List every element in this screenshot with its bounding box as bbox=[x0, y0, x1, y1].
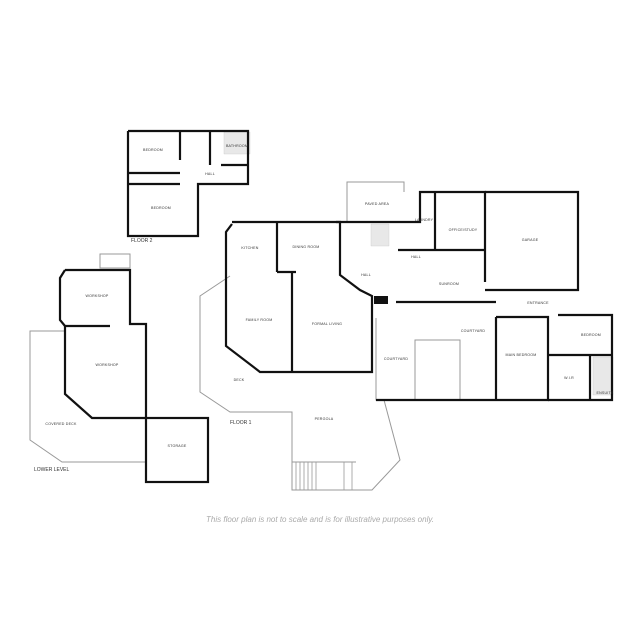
level-label-floor1: FLOOR 1 bbox=[230, 420, 252, 426]
covered-deck-outline bbox=[29, 330, 145, 463]
room-covered-deck: COVERED DECK bbox=[45, 422, 77, 426]
deck-outline bbox=[199, 275, 293, 462]
room-main-bedroom: MAIN BEDROOM bbox=[505, 353, 537, 357]
room-dining-room: DINING ROOM bbox=[292, 245, 320, 249]
room-hall-a: HALL bbox=[411, 255, 421, 259]
room-hall-floor2: HALL bbox=[205, 172, 215, 176]
room-paved-area: PAVED AREA bbox=[364, 202, 390, 206]
room-kitchen: KITCHEN bbox=[241, 246, 259, 250]
room-courtyard-a: COURTYARD bbox=[460, 329, 486, 333]
room-bedroom: BEDROOM bbox=[581, 333, 601, 337]
room-deck: DECK bbox=[233, 378, 245, 382]
disclaimer-text: This floor plan is not to scale and is f… bbox=[206, 515, 434, 524]
room-workshop-a: WORKSHOP bbox=[85, 294, 109, 298]
room-wir: W.I.R bbox=[564, 376, 574, 380]
level-label-floor2: FLOOR 2 bbox=[131, 238, 153, 244]
room-bathroom-floor2: BATHROOM bbox=[225, 144, 249, 148]
storage-walls bbox=[144, 416, 210, 484]
room-garage: GARAGE bbox=[521, 238, 539, 242]
room-office-study: OFFICE/STUDY bbox=[448, 228, 478, 232]
floor2-walls bbox=[126, 129, 250, 238]
paved-area-outline bbox=[346, 181, 405, 222]
courtyard-outline bbox=[414, 339, 461, 400]
room-ensuite: ENSUITE bbox=[596, 391, 614, 395]
workshop-top-walls bbox=[58, 269, 110, 328]
room-formal-living: FORMAL LIVING bbox=[311, 322, 343, 326]
room-bedroom-floor2-b: BEDROOM bbox=[151, 206, 171, 210]
room-workshop-b: WORKSHOP bbox=[95, 363, 119, 367]
floor1-main-walls bbox=[224, 220, 374, 374]
room-storage: STORAGE bbox=[167, 444, 187, 448]
room-laundry: LAUNDRY bbox=[414, 218, 434, 222]
room-bedroom-floor2-a: BEDROOM bbox=[143, 148, 163, 152]
room-courtyard-b: COURTYARD bbox=[383, 357, 409, 361]
lower-steps-outline bbox=[99, 253, 131, 269]
room-pergola: PERGOLA bbox=[314, 417, 334, 421]
room-sunroom: SUNROOM bbox=[438, 282, 460, 286]
level-label-lower: LOWER LEVEL bbox=[34, 467, 70, 473]
room-entrance: ENTRANCE bbox=[527, 301, 549, 305]
room-hall-b: HALL bbox=[361, 273, 371, 277]
room-family-room: FAMILY ROOM bbox=[245, 318, 273, 322]
